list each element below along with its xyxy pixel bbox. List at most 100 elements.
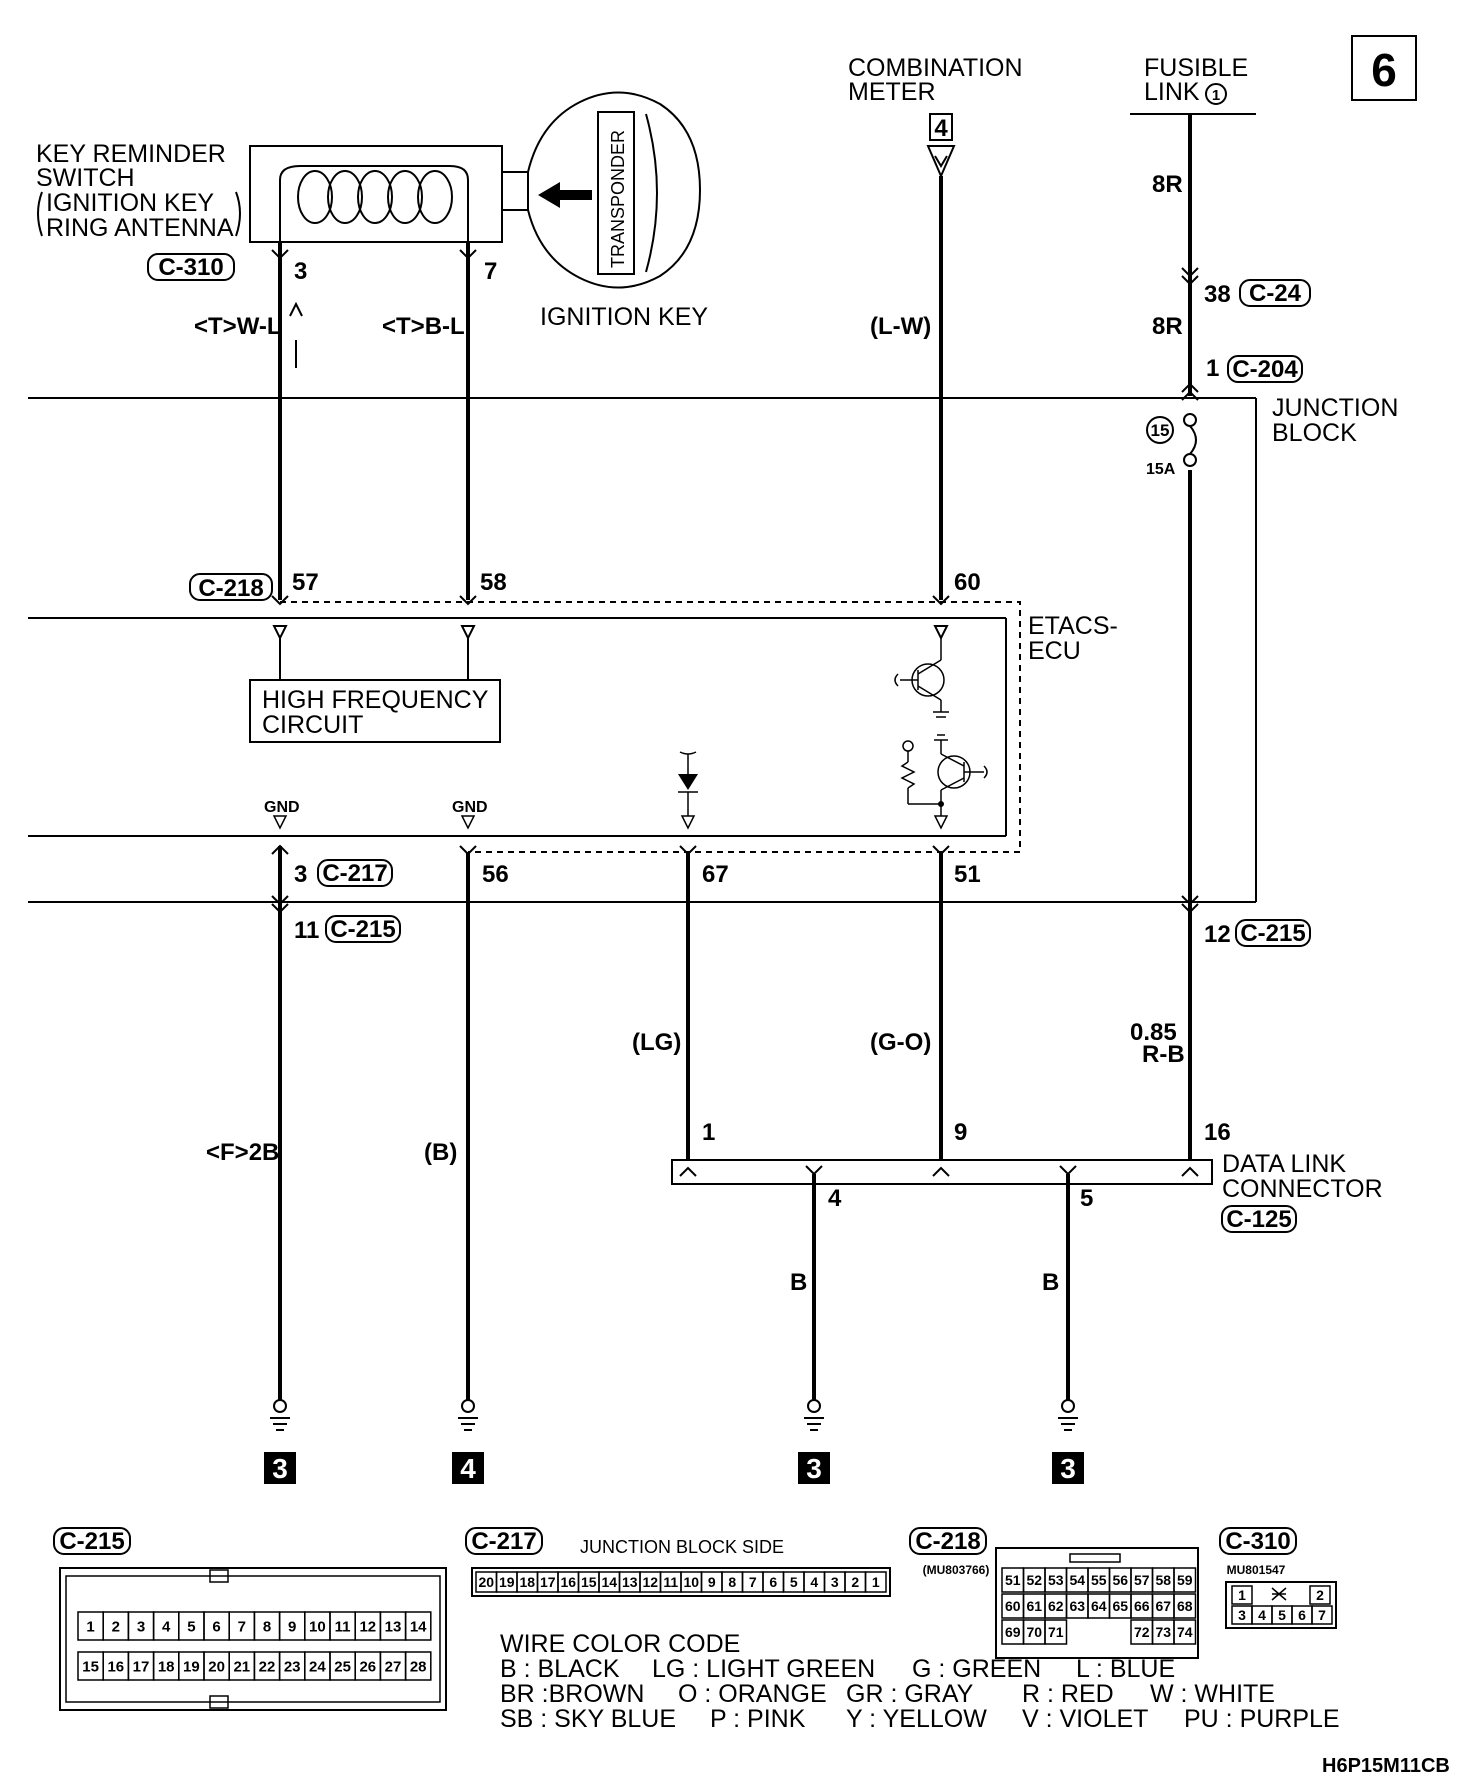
- wire-label-085: 0.85: [1130, 1019, 1177, 1046]
- drawing-code: H6P15M11CB: [1322, 1755, 1450, 1777]
- pin-number: 57: [1134, 1572, 1150, 1588]
- wcc-b: B : BLACK: [500, 1655, 620, 1683]
- ground-icon: [804, 1399, 824, 1431]
- antenna-coil-icon: [279, 165, 469, 258]
- key-slot: [501, 171, 529, 211]
- krs-paren-left: [37, 191, 43, 237]
- c310-key-mark: [1271, 1587, 1287, 1601]
- ground-number-box: [452, 1452, 484, 1484]
- krs-label-1: KEY REMINDER: [36, 140, 226, 168]
- pin-number: 63: [1069, 1598, 1085, 1614]
- c218-tag: C-218: [198, 575, 263, 602]
- c218-view-tag: C-218: [915, 1528, 980, 1555]
- ecu-pin-60: 60: [954, 569, 981, 596]
- pin-number: 12: [359, 1618, 376, 1635]
- ground-number: 3: [272, 1453, 288, 1484]
- pin-number: 9: [288, 1618, 296, 1635]
- wire-label-rb: R-B: [1142, 1041, 1185, 1068]
- wcc-title: WIRE COLOR CODE: [500, 1630, 740, 1658]
- pin-number: 15: [82, 1658, 99, 1675]
- pin-number: 15: [581, 1574, 597, 1590]
- pin-number: 70: [1026, 1624, 1042, 1640]
- pin-number: 11: [335, 1618, 351, 1635]
- dlc-pin-marks: [679, 1165, 1199, 1177]
- pin-number: 18: [158, 1658, 175, 1675]
- ground-number-box: [1052, 1452, 1084, 1484]
- pin-cell: [404, 1651, 432, 1681]
- ecu-pin-3: 3: [294, 861, 307, 888]
- pin-number: 5: [790, 1574, 798, 1590]
- c215-view-outline: [59, 1567, 447, 1711]
- gnd-label-2: GND: [452, 799, 488, 816]
- cm-label-1: COMBINATION: [848, 54, 1023, 82]
- c204-tag-frame: [1227, 355, 1303, 383]
- ecu-top-pin-marks: [271, 595, 950, 606]
- krs-paren-right: [235, 191, 241, 237]
- pin-number: 61: [1026, 1598, 1042, 1614]
- c218-view-tag-frame: [909, 1527, 987, 1555]
- jb-label-2: BLOCK: [1272, 419, 1357, 447]
- pin-number: 72: [1134, 1624, 1150, 1640]
- pin-number: 4: [1258, 1607, 1266, 1623]
- pin-number: 16: [560, 1574, 576, 1590]
- fuse-rating: 15A: [1146, 461, 1176, 478]
- c215-tag-frame-right: [1235, 919, 1311, 947]
- pin-number: 27: [385, 1658, 402, 1675]
- wcc-r: R : RED: [1022, 1680, 1114, 1708]
- pin-number: 2: [851, 1574, 859, 1590]
- wire-label-tbl: <T>B-L: [382, 313, 465, 340]
- key-reminder-switch: KEY REMINDER SWITCH IGNITION KEY RING AN…: [36, 140, 529, 285]
- pin-number: 53: [1048, 1572, 1064, 1588]
- cm-connector-icon: [926, 145, 956, 179]
- pin-number: 20: [478, 1574, 494, 1590]
- pin-number: 23: [284, 1658, 301, 1675]
- pin-number: 28: [410, 1658, 427, 1675]
- pin-number: 65: [1112, 1598, 1128, 1614]
- insert-arrow-icon: [538, 182, 592, 208]
- pin-number: 1: [1238, 1587, 1246, 1603]
- pin-number: 52: [1026, 1572, 1042, 1588]
- ecu-dashed-outline: [280, 601, 1021, 853]
- pin-number: 3: [831, 1574, 839, 1590]
- pin-number: 71: [1048, 1624, 1064, 1640]
- fl-label-1: FUSIBLE: [1144, 54, 1248, 82]
- jb-label-1: JUNCTION: [1272, 394, 1398, 422]
- gnd-label-1: GND: [264, 799, 300, 816]
- c24-tag-frame: [1239, 279, 1311, 307]
- pin-cell: [1309, 1585, 1331, 1605]
- wire-label-twl: <T>W-L: [194, 313, 282, 340]
- hfc-label-1: HIGH FREQUENCY: [262, 686, 489, 714]
- c217-view-tag-frame: [465, 1527, 543, 1555]
- pin-number: 6: [1298, 1607, 1306, 1623]
- c218-tag-frame: [189, 573, 273, 601]
- wire-label-b: (B): [424, 1139, 457, 1166]
- grounds: 3 4 3 3: [264, 1399, 1084, 1484]
- pin-number: 17: [133, 1658, 150, 1675]
- pin-number: 62: [1048, 1598, 1064, 1614]
- c215-latch-top: [209, 1569, 229, 1583]
- pin-number: 11: [663, 1574, 678, 1590]
- pin-number: 4: [162, 1618, 171, 1635]
- pin-number: 54: [1069, 1572, 1085, 1588]
- dlc-body: [671, 1159, 1213, 1185]
- pin-number: 22: [259, 1658, 276, 1675]
- wire-label-lw: (L-W): [870, 313, 931, 340]
- wcc-br: BR :BROWN: [500, 1680, 644, 1708]
- c218-part-number: (MU803766): [923, 1563, 990, 1577]
- ecu-label-2: ECU: [1028, 637, 1081, 665]
- fl-number: 1: [1212, 87, 1220, 104]
- pin-cell: [1231, 1585, 1253, 1605]
- c310-view-outline: [1225, 1581, 1337, 1629]
- pin-cell: [1173, 1567, 1197, 1593]
- ecu-pin-58: 58: [480, 569, 507, 596]
- wire-color-code: WIRE COLOR CODE B : BLACK LG : LIGHT GRE…: [500, 1630, 1340, 1733]
- c204-tag: C-204: [1232, 356, 1298, 383]
- c217-tag-frame: [317, 859, 393, 887]
- krs-pin-7-mark: [459, 249, 477, 260]
- fuse-number-circle: [1146, 416, 1174, 444]
